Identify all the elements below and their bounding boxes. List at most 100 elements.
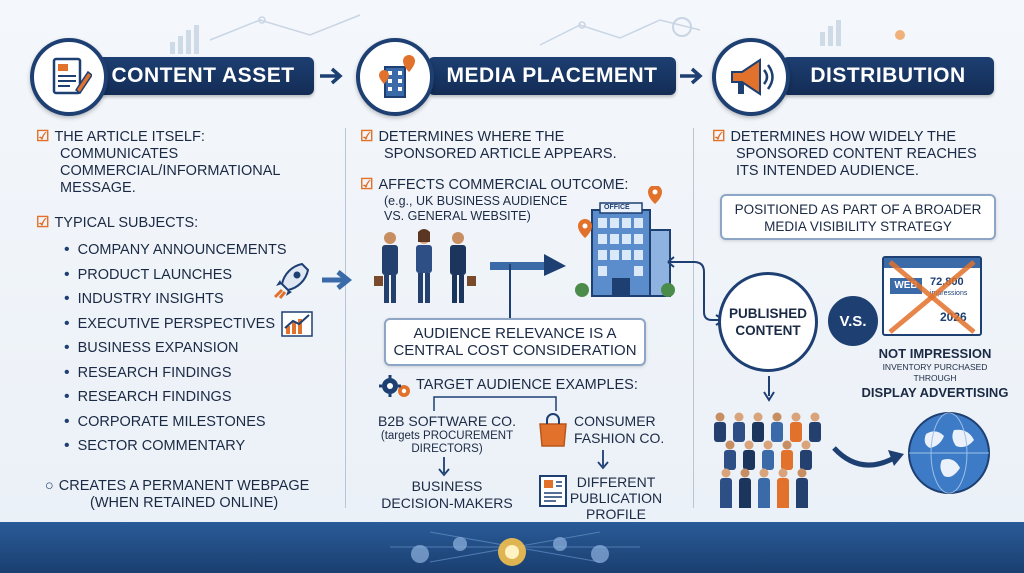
document-pencil-icon [30,38,108,116]
different-line3: PROFILE [586,506,646,522]
positioned-line1: POSITIONED AS PART OF A BROADER [734,202,982,217]
megaphone-icon [712,38,790,116]
relevance-line1: AUDIENCE RELEVANCE IS A [413,325,617,342]
typical-subjects-heading: ☑TYPICAL SUBJECTS: [36,214,198,232]
audience-crowd-illustration [714,412,821,508]
arrow-right-icon [322,270,353,290]
arrow-down-icon [597,450,609,470]
different-line2: PUBLICATION [569,490,663,506]
subject-item: CORPORATE MILESTONES [64,410,287,435]
footer-decoration [390,531,640,566]
check-icon: ☑ [360,128,374,145]
determines-where-line2: SPONSORED ARTICLE APPEARS. [384,146,617,162]
rocket-icon [273,262,310,299]
person-figure [781,440,793,470]
target-examples-heading: TARGET AUDIENCE EXAMPLES: [416,377,638,393]
cross-out-icon [888,260,976,334]
not-impression-block: NOT IMPRESSION INVENTORY PURCHASED THROU… [860,345,1010,401]
person-figure [739,468,751,508]
business-line1: BUSINESS [411,478,483,494]
subject-item: RESEARCH FINDINGS [64,385,287,410]
commercial-text: COMMERCIAL/INFORMATIONAL [60,163,281,179]
person-figure [758,468,770,508]
person-figure [724,440,736,470]
curved-arrow-icon [832,446,904,468]
arrow-right-icon [680,67,703,85]
globe-icon [908,412,990,494]
building-pin-icon [356,38,434,116]
shopping-bag-icon [539,413,567,447]
inventory-text: INVENTORY PURCHASED THROUGH [882,362,988,383]
not-impression-text: NOT IMPRESSION [878,346,992,361]
connector-line [509,264,511,318]
affects-text: AFFECTS COMMERCIAL OUTCOME: [378,177,629,193]
arrow-right-icon [490,254,566,276]
b2b-title: B2B SOFTWARE CO. [378,413,516,429]
published-line1: PUBLISHED [728,306,807,321]
check-icon: ☑ [712,128,726,145]
determines-how-line2: SPONSORED CONTENT REACHES [736,146,977,162]
different-publication: DIFFERENT PUBLICATION PROFILE [566,474,666,522]
subject-item: SECTOR COMMENTARY [64,434,287,459]
permanent-line1: CREATES A PERMANENT WEBPAGE [58,478,310,494]
subject-item: BUSINESS EXPANSION [64,336,287,361]
column-divider [693,128,694,508]
subjects-list: COMPANY ANNOUNCEMENTSPRODUCT LAUNCHESIND… [64,238,287,459]
business-decision-makers: BUSINESS DECISION-MAKERS [372,478,522,512]
consumer-example: CONSUMER FASHION CO. [574,413,664,447]
affects-outcome-block: ☑AFFECTS COMMERCIAL OUTCOME: (e.g., UK B… [360,176,628,224]
permanent-line2: (WHEN RETAINED ONLINE) [90,495,279,511]
article-itself-block: ☑THE ARTICLE ITSELF: COMMUNICATES COMMER… [36,128,280,197]
column-divider [345,128,346,508]
b2b-example: B2B SOFTWARE CO. (targets PROCUREMENT DI… [372,413,522,456]
arrow-down-icon [438,457,450,477]
office-building-illustration [575,186,675,297]
typical-subjects-text: TYPICAL SUBJECTS: [54,215,199,231]
subject-item: PRODUCT LAUNCHES [64,263,287,288]
determines-where-line1: DETERMINES WHERE THE [378,129,565,145]
person-figure [762,440,774,470]
person-figure [796,468,808,508]
display-ad-banner: WEB 72,800 impressions 2026 [882,256,982,336]
example-line1: (e.g., UK BUSINESS AUDIENCE [384,194,568,208]
display-ad-text: DISPLAY ADVERTISING [861,385,1009,400]
determines-how-line3: ITS INTENDED AUDIENCE. [736,163,919,179]
person-figure [771,412,783,442]
determines-where-block: ☑DETERMINES WHERE THE SPONSORED ARTICLE … [360,128,617,163]
audience-relevance-box: AUDIENCE RELEVANCE IS A CENTRAL COST CON… [384,318,646,366]
subject-item: EXECUTIVE PERSPECTIVES [64,312,287,337]
banner-titlebar [884,258,980,268]
gears-icon [379,375,410,397]
determines-how-block: ☑DETERMINES HOW WIDELY THE SPONSORED CON… [712,128,977,180]
positioned-box: POSITIONED AS PART OF A BROADER MEDIA VI… [720,194,996,240]
check-icon: ☑ [36,128,50,145]
communicates-text: COMMUNICATES [60,146,179,162]
arrow-right-icon [320,67,343,85]
person-figure [743,440,755,470]
business-line2: DECISION-MAKERS [381,495,513,511]
published-content-circle: PUBLISHED CONTENT [718,272,818,372]
message-text: MESSAGE. [60,180,136,196]
person-figure [733,412,745,442]
content-asset-header: CONTENT ASSET [92,57,314,95]
distribution-header: DISTRIBUTION [782,57,994,95]
person-figure [777,468,789,508]
different-line1: DIFFERENT [576,474,656,490]
consumer-line1: CONSUMER [574,413,656,429]
footer-band [0,522,1024,573]
business-people-illustration [374,229,476,303]
check-icon: ☑ [36,214,50,231]
office-sign: OFFICE [604,204,630,211]
person-figure [720,468,732,508]
person-figure [800,440,812,470]
b2b-sub2: DIRECTORS) [411,443,483,455]
determines-how-line1: DETERMINES HOW WIDELY THE [730,129,957,145]
arrow-down-icon [763,376,775,402]
check-icon: ☑ [360,176,374,193]
subject-item: INDUSTRY INSIGHTS [64,287,287,312]
subject-item: COMPANY ANNOUNCEMENTS [64,238,287,263]
media-placement-header: MEDIA PLACEMENT [428,57,676,95]
b2b-sub1: (targets PROCUREMENT [380,430,514,442]
article-itself-text: THE ARTICLE ITSELF: [54,129,205,145]
consumer-line2: FASHION CO. [574,430,665,446]
